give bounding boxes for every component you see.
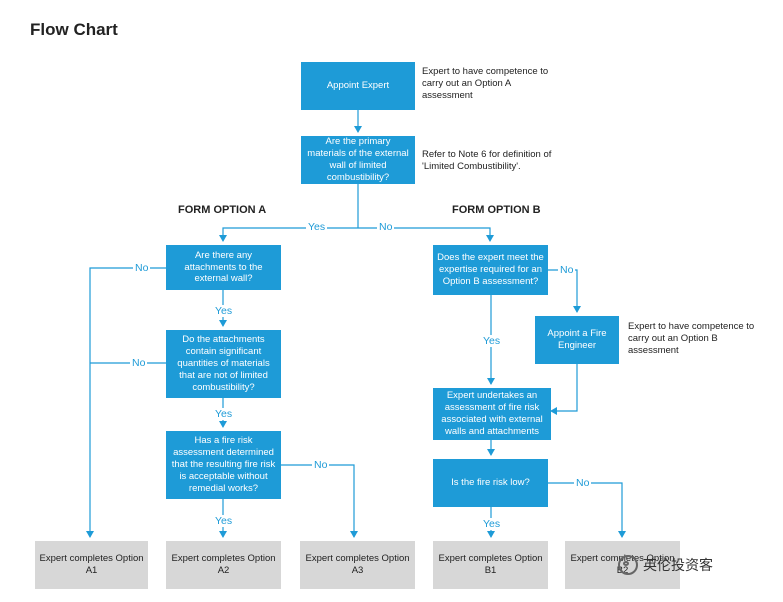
label-top-no: No bbox=[377, 221, 395, 233]
label-low-yes: Yes bbox=[481, 518, 503, 530]
outcome-option-b1: Expert completes Option B1 bbox=[433, 541, 548, 589]
arrow-low-no bbox=[548, 482, 626, 538]
arrow-frisk-no bbox=[281, 464, 358, 538]
note-competence-b: Expert to have competence to carry out a… bbox=[628, 321, 755, 356]
label-expertise-yes: Yes bbox=[481, 335, 503, 347]
wechat-logo-icon bbox=[618, 555, 638, 575]
heading-option-b: FORM OPTION B bbox=[452, 204, 541, 216]
label-low-no: No bbox=[574, 477, 592, 489]
label-attachments-yes: Yes bbox=[213, 305, 235, 317]
page-title: Flow Chart bbox=[30, 20, 118, 39]
outcome-option-a3: Expert completes Option A3 bbox=[300, 541, 415, 589]
undertakes-assessment-box: Expert undertakes an assessment of fire … bbox=[433, 388, 551, 440]
appoint-expert-box: Appoint Expert bbox=[301, 62, 415, 110]
primary-materials-decision: Are the primary materials of the externa… bbox=[301, 136, 415, 184]
label-frisk-no: No bbox=[312, 459, 330, 471]
arrow-attachments-no bbox=[86, 267, 166, 538]
label-frisk-yes: Yes bbox=[213, 515, 235, 527]
watermark-text: 英伦投资客 bbox=[643, 557, 713, 573]
label-significant-no: No bbox=[130, 357, 148, 369]
arrow-primary-no bbox=[358, 227, 494, 242]
label-attachments-no: No bbox=[133, 262, 151, 274]
arrow-expertise-no bbox=[548, 269, 581, 313]
outcome-option-a1: Expert completes Option A1 bbox=[35, 541, 148, 589]
label-expertise-no: No bbox=[558, 264, 576, 276]
watermark: 英伦投资客 bbox=[618, 555, 713, 575]
significant-materials-decision: Do the attachments contain significant q… bbox=[166, 330, 281, 398]
label-top-yes: Yes bbox=[306, 221, 328, 233]
attachments-decision: Are there any attachments to the externa… bbox=[166, 245, 281, 290]
expertise-decision: Does the expert meet the expertise requi… bbox=[433, 245, 548, 295]
arrow-primary-yes bbox=[219, 227, 358, 242]
outcome-option-a2: Expert completes Option A2 bbox=[166, 541, 281, 589]
fire-risk-assessment-decision: Has a fire risk assessment determined th… bbox=[166, 431, 281, 499]
note-limited-combustibility: Refer to Note 6 for definition of 'Limit… bbox=[422, 149, 552, 172]
arrow-engineer-to-assessment bbox=[550, 364, 578, 415]
appoint-fire-engineer-box: Appoint a Fire Engineer bbox=[535, 316, 619, 364]
fire-risk-low-decision: Is the fire risk low? bbox=[433, 459, 548, 507]
heading-option-a: FORM OPTION A bbox=[178, 204, 267, 216]
note-competence-a: Expert to have competence to carry out a… bbox=[422, 66, 549, 101]
label-significant-yes: Yes bbox=[213, 408, 235, 420]
